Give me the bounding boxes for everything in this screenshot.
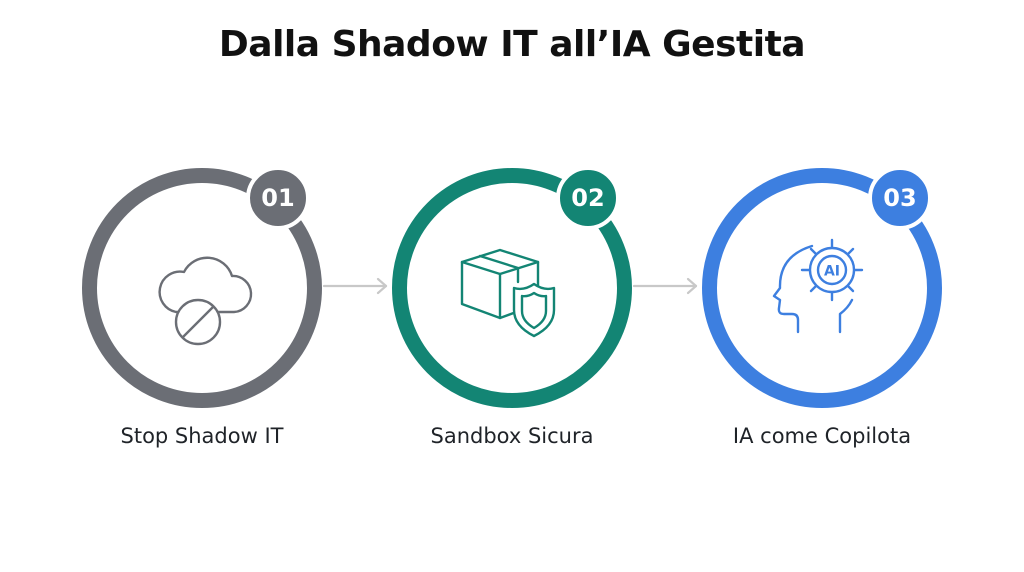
arrow-1	[322, 277, 388, 295]
step-2: 02	[392, 166, 632, 408]
step-3-badge: 03	[868, 166, 932, 230]
step-2-badge: 02	[556, 166, 620, 230]
step-1: 01	[82, 166, 322, 408]
box-shield-icon	[460, 248, 556, 338]
arrow-2	[632, 277, 698, 295]
step-1-label: Stop Shadow IT	[120, 424, 284, 448]
page-title: Dalla Shadow IT all’IA Gestita	[218, 24, 806, 65]
step-3-label: IA come Copilota	[732, 424, 912, 448]
cloud-blocked-icon	[158, 256, 253, 346]
svg-text:AI: AI	[824, 264, 840, 280]
step-3: 03 AI	[702, 166, 942, 408]
step-1-badge: 01	[246, 166, 310, 230]
step-2-label: Sandbox Sicura	[430, 424, 594, 448]
head-ai-gear-icon: AI	[772, 238, 864, 334]
